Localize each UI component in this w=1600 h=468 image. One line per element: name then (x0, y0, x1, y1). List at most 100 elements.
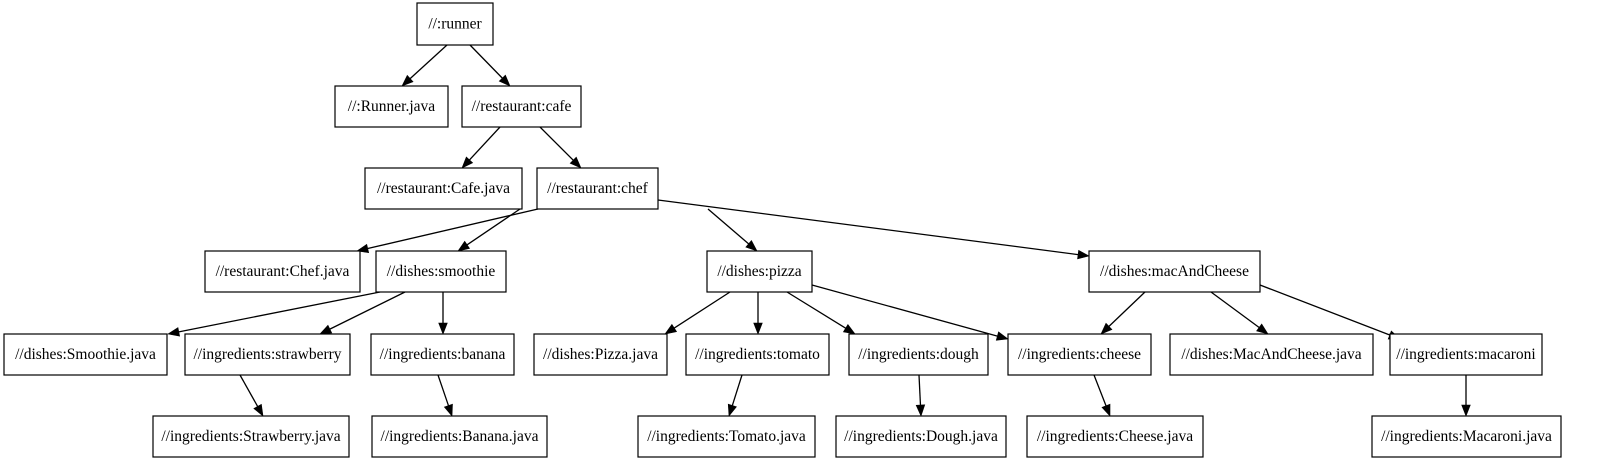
edge-arrowhead-icon (319, 324, 333, 335)
node-box[interactable] (416, 2, 494, 46)
graph-node-chef_java[interactable]: //restaurant:Chef.java (204, 250, 361, 293)
graph-node-restaurant_chef[interactable]: //restaurant:chef (536, 167, 659, 210)
node-label: //ingredients:macaroni (1396, 346, 1536, 363)
graph-edge (811, 284, 1009, 341)
graph-edge (657, 199, 1090, 260)
node-label: //restaurant:chef (547, 180, 649, 197)
graph-node-ing_cheese[interactable]: //ingredients:cheese (1007, 333, 1152, 376)
node-label: //ingredients:cheese (1018, 346, 1141, 363)
graph-edge (437, 374, 453, 417)
edge-line (329, 291, 406, 330)
node-box[interactable] (370, 333, 515, 376)
node-box[interactable] (536, 167, 659, 210)
graph-node-ing_tomato[interactable]: //ingredients:tomato (685, 333, 830, 376)
graph-node-ing_dough[interactable]: //ingredients:dough (848, 333, 989, 376)
edge-arrowhead-icon (915, 404, 926, 417)
node-box[interactable] (375, 250, 507, 293)
graph-edge (1259, 284, 1401, 340)
node-label: //ingredients:Cheese.java (1037, 428, 1193, 445)
graph-edge (401, 44, 448, 87)
graph-edge (319, 291, 406, 335)
node-box[interactable] (184, 333, 351, 376)
graph-node-cafe_java[interactable]: //restaurant:Cafe.java (364, 167, 523, 210)
graph-node-dishes_smoothie[interactable]: //dishes:smoothie (375, 250, 507, 293)
node-label: //ingredients:Strawberry.java (161, 428, 340, 445)
node-box[interactable] (835, 415, 1007, 458)
node-box[interactable] (706, 250, 813, 293)
node-box[interactable] (364, 167, 523, 210)
edge-line (178, 291, 381, 333)
edge-arrowhead-icon (995, 331, 1009, 341)
edge-line (239, 374, 259, 407)
graph-node-pizza_java[interactable]: //dishes:Pizza.java (533, 333, 668, 376)
node-label: //restaurant:Chef.java (216, 263, 350, 280)
graph-edge (239, 374, 264, 417)
edge-line (657, 199, 1079, 256)
graph-node-dishes_macandcheese[interactable]: //dishes:macAndCheese (1088, 250, 1261, 293)
graph-node-macandcheese_java[interactable]: //dishes:MacAndCheese.java (1169, 333, 1374, 376)
edge-arrowhead-icon (569, 156, 582, 169)
edge-line (707, 208, 750, 245)
graph-edge (167, 291, 381, 337)
edge-arrowhead-icon (167, 327, 181, 337)
node-label: //dishes:macAndCheese (1100, 263, 1249, 280)
edge-line (409, 44, 448, 80)
edge-line (469, 126, 501, 161)
node-label: //ingredients:Macaroni.java (1381, 428, 1552, 445)
edge-arrowhead-icon (1256, 323, 1269, 335)
graph-edge (707, 208, 758, 252)
node-label: //ingredients:strawberry (193, 346, 341, 363)
graph-node-dough_java[interactable]: //ingredients:Dough.java (835, 415, 1007, 458)
graph-node-banana_java[interactable]: //ingredients:Banana.java (371, 415, 548, 458)
node-label: //dishes:MacAndCheese.java (1181, 346, 1361, 363)
graph-node-restaurant_cafe[interactable]: //restaurant:cafe (461, 85, 582, 128)
node-box[interactable] (3, 333, 168, 376)
edge-arrowhead-icon (753, 322, 763, 335)
graph-edge (727, 374, 743, 417)
node-label: //ingredients:banana (380, 346, 506, 363)
node-label: //dishes:Smoothie.java (15, 346, 156, 363)
node-box[interactable] (1169, 333, 1374, 376)
graph-node-ing_strawberry[interactable]: //ingredients:strawberry (184, 333, 351, 376)
node-box[interactable] (637, 415, 816, 458)
graph-node-smoothie_java[interactable]: //dishes:Smoothie.java (3, 333, 168, 376)
node-box[interactable] (533, 333, 668, 376)
node-label: //:Runner.java (348, 98, 436, 115)
node-box[interactable] (848, 333, 989, 376)
edge-arrowhead-icon (1461, 404, 1471, 417)
graph-node-ing_banana[interactable]: //ingredients:banana (370, 333, 515, 376)
graph-node-tomato_java[interactable]: //ingredients:Tomato.java (637, 415, 816, 458)
node-label: //ingredients:tomato (695, 346, 820, 363)
edge-arrowhead-icon (664, 323, 678, 335)
graph-edge (438, 292, 448, 335)
node-box[interactable] (1007, 333, 1152, 376)
node-box[interactable] (1026, 415, 1204, 458)
graph-node-runner_java[interactable]: //:Runner.java (334, 85, 449, 128)
edge-arrowhead-icon (461, 156, 474, 169)
node-box[interactable] (461, 85, 582, 128)
node-box[interactable] (685, 333, 830, 376)
graph-edge (664, 291, 731, 335)
graph-node-runner[interactable]: //:runner (416, 2, 494, 46)
edge-arrowhead-icon (443, 403, 453, 417)
node-box[interactable] (204, 250, 361, 293)
graph-node-dishes_pizza[interactable]: //dishes:pizza (706, 250, 813, 293)
node-box[interactable] (371, 415, 548, 458)
graph-node-strawberry_java[interactable]: //ingredients:Strawberry.java (152, 415, 350, 458)
node-box[interactable] (152, 415, 350, 458)
graph-node-ing_macaroni[interactable]: //ingredients:macaroni (1389, 333, 1543, 376)
edge-arrowhead-icon (1077, 249, 1090, 260)
graph-node-cheese_java[interactable]: //ingredients:Cheese.java (1026, 415, 1204, 458)
node-label: //:runner (428, 16, 482, 33)
edge-arrowhead-icon (457, 240, 471, 252)
edge-arrowhead-icon (401, 74, 414, 87)
node-box[interactable] (1371, 415, 1562, 458)
node-box[interactable] (1088, 250, 1261, 293)
graph-node-macaroni_java[interactable]: //ingredients:Macaroni.java (1371, 415, 1562, 458)
node-box[interactable] (1389, 333, 1543, 376)
edge-line (469, 44, 503, 79)
node-label: //dishes:smoothie (387, 263, 496, 280)
node-box[interactable] (334, 85, 449, 128)
edge-line (1210, 291, 1260, 328)
node-label: //dishes:pizza (717, 263, 801, 280)
